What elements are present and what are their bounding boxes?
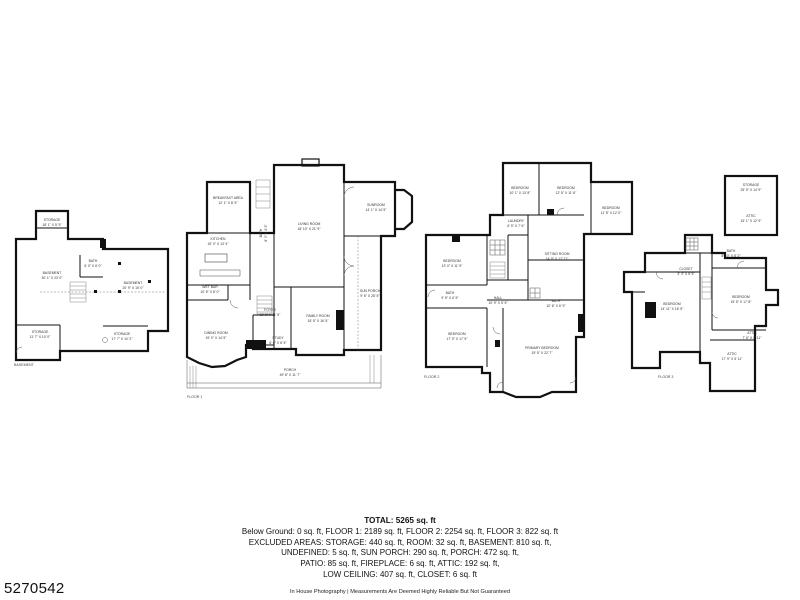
room-dims: 14' 11" X 16' 5" [661,307,684,311]
room-name: BATH [727,249,736,253]
room-name: STORAGE [743,183,760,187]
photographer-credit: In House Photography | Measurements Are … [289,588,511,595]
room-dims: 6' 0" X 6' 0" [84,264,102,268]
room-name: BEDROOM [732,295,750,299]
floor3-plan: STORAGE 25' 5" X 14' 9" ATTIC 15' 1" X 1… [622,174,780,393]
room-name: PORCH [284,368,297,372]
room-dims: 49' 8" X 11' 7" [280,373,302,377]
room-name: STORAGE [44,218,61,222]
room-name: BREAKFAST AREA [213,196,244,200]
floor-caption: FLOOR 1 [187,395,202,399]
room-dims: 17' 9" X 17' 5" [446,337,468,341]
room-name: BEDROOM [511,186,529,190]
room-dims: 19' 0" X 14' 5" [205,336,227,340]
floor-caption: FLOOR 3 [658,375,673,379]
room-dims: 9' 6" X 28' 5" [360,294,380,298]
floor-areas: Below Ground: 0 sq. ft, FLOOR 1: 2189 sq… [241,526,559,536]
room-name: BEDROOM [602,206,620,210]
room-name: BASEMENT [124,281,143,285]
room-dims: 10' 6" X 6' 9" [546,304,566,308]
room-name: DINING ROOM [204,331,228,335]
room-name: BEDROOM [443,259,461,263]
room-name: BEDROOM [663,302,681,306]
room-name: WET BAR [202,285,218,289]
total-area: TOTAL: 5265 sq. ft [364,516,436,525]
room-name: STORAGE [32,330,49,334]
room-dims: 25' 5" X 14' 9" [740,188,762,192]
room-name: ATTIC [747,331,757,335]
room-name: PRIMARY BEDROOM [525,346,559,350]
room-name: BEDROOM [448,332,466,336]
room-dims: 20' 9" X 15' 0" [122,286,144,290]
room-name: LIVING ROOM [298,222,321,226]
room-dims: 18' 10" X 21' 9" [298,227,322,231]
room-dims: 10' 1" X 13' 8" [509,191,531,195]
room-name: CLOSET [679,267,693,271]
room-dims: 15' 0" X 13' 4" [207,242,229,246]
room-name: STORAGE [114,332,131,336]
room-name: BATH [259,228,263,237]
room-name: FOYER [264,308,276,312]
room-name: FAMILY ROOM [306,314,329,318]
room-dims: 19' 5" X 22' 7" [531,351,553,355]
room-dims: 8' 0" X 4' 3" [264,224,268,242]
floor-caption: BASEMENT [14,363,35,367]
room-dims: 3' 3" X 5' 5" [677,272,695,276]
room-dims: 12' 1" X 8' 5" [218,201,238,205]
excluded-areas: EXCLUDED AREAS: STORAGE: 440 sq. ft, ROO… [248,537,552,547]
room-name: ATTIC [746,214,756,218]
room-dims: 6' 5" X 7' 6" [507,224,525,228]
room-dims: 10' 9" X 5' 5" [488,301,508,305]
room-dims: 17' 9" X 5' 11" [722,357,744,361]
room-dims: 14' 1" X 14' 5" [365,208,387,212]
room-name: SUN PORCH [360,289,381,293]
room-dims: 12' 6" X 11' 5" [260,313,282,317]
room-name: STUDY [272,336,284,340]
room-dims: 8' 10" X 8' 2" [721,254,741,258]
floor1-plan: BREAKFAST AREA 12' 1" X 8' 5" BATH 8' 0"… [185,158,414,399]
room-dims: 14' 8" X 17' 11" [546,257,569,261]
listing-id: 5270542 [4,580,65,597]
room-name: HALL [494,296,503,300]
room-name: BASEMENT [43,271,62,275]
floor-plans: STORAGE 18' 1" X 5' 9" BASEMENT 30' 1" X… [14,158,780,399]
excluded-areas-2: UNDEFINED: 5 sq. ft, SUN PORCH: 290 sq. … [281,548,519,558]
excluded-areas-3: PATIO: 85 sq. ft, FIREPLACE: 6 sq. ft, A… [300,559,500,569]
room-name: KITCHEN [211,237,226,241]
area-summary: TOTAL: 5265 sq. ft Below Ground: 0 sq. f… [150,516,650,598]
room-name: SUNROOM [367,203,385,207]
room-dims: 10' 5" X 8' 0" [200,290,220,294]
room-name: LAUNDRY [508,219,525,223]
room-name: BATH [89,259,98,263]
room-dims: 15' 5" X 17' 8" [730,300,752,304]
room-dims: 11' 7" X 10' 0" [30,335,52,339]
floor2-plan: BEDROOM 10' 1" X 13' 8" BEDROOM 12' 5" X… [424,161,634,399]
room-dims: 15' 5" X 16' 5" [307,319,329,323]
room-name: BATH [552,299,561,303]
room-name: BATH [446,291,455,295]
room-dims: 13' 0" X 11' 9" [442,264,464,268]
room-name: SITTING ROOM [545,252,570,256]
room-name: BEDROOM [557,186,575,190]
room-dims: 17' 7" X 10' 2" [111,337,133,341]
room-name: ATTIC [727,352,737,356]
room-dims: 9' 5" X 6' 5" [441,296,459,300]
room-dims: 15' 1" X 12' 9" [740,219,762,223]
room-dims: 12' 5" X 11' 6" [556,191,578,195]
room-dims: 7' 6" X 8' 11" [743,336,763,340]
room-dims: 6' 0" X 6' 5" [269,341,287,345]
room-dims: 18' 1" X 5' 9" [42,223,62,227]
basement-plan: STORAGE 18' 1" X 5' 9" BASEMENT 30' 1" X… [14,209,170,367]
room-dims: 30' 1" X 23' 0" [41,276,63,280]
room-dims: 11' 8" X 12' 0" [601,211,623,215]
excluded-areas-4: LOW CEILING: 407 sq. ft, CLOSET: 6 sq. f… [323,569,477,579]
floor-caption: FLOOR 2 [424,375,439,379]
